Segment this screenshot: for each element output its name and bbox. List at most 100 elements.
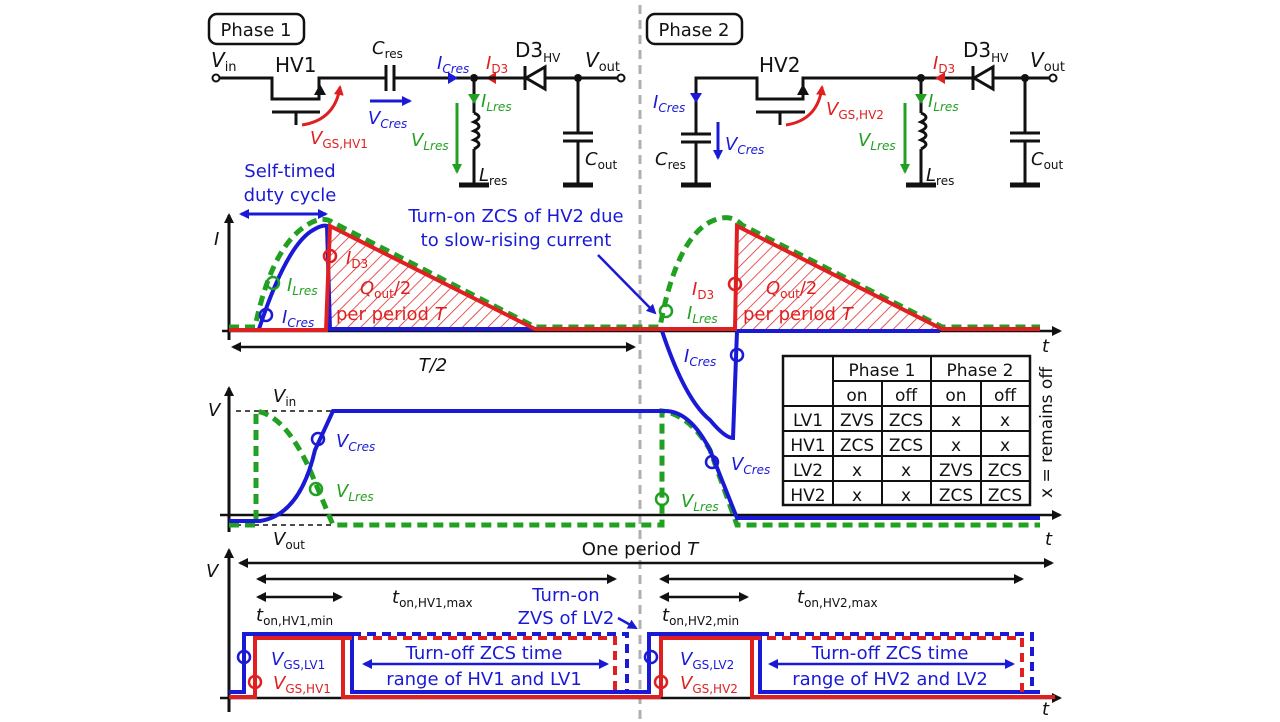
phase2-title: Phase 2 xyxy=(659,20,730,41)
phase2-title-box xyxy=(645,12,744,46)
table-legend: x = remains off xyxy=(1037,366,1057,498)
svg-text:ton,HV1,max: ton,HV1,max xyxy=(392,587,473,610)
svg-text:ICres: ICres xyxy=(282,307,314,330)
svg-text:off: off xyxy=(895,386,918,406)
svg-text:Phase 2: Phase 2 xyxy=(947,361,1014,381)
voltage-plot: V t Vin Vout VCres VLres VCres VLres xyxy=(208,386,1062,552)
svg-text:VCres: VCres xyxy=(725,134,764,157)
svg-text:Cres: Cres xyxy=(372,38,403,61)
svg-text:HV2: HV2 xyxy=(759,53,800,77)
svg-text:Qout/2: Qout/2 xyxy=(766,278,817,301)
table-row-device: LV1 xyxy=(793,411,823,431)
table-cell: x xyxy=(1000,411,1010,431)
phase1-title-box xyxy=(207,12,306,46)
table-cell: x xyxy=(951,411,961,431)
svg-text:VGS,LV2: VGS,LV2 xyxy=(680,649,734,672)
svg-text:ICres: ICres xyxy=(684,346,716,369)
svg-text:t: t xyxy=(1042,336,1050,357)
svg-text:Turn-on: Turn-on xyxy=(531,585,599,606)
svg-text:D3HV: D3HV xyxy=(515,38,561,65)
table-cell: x xyxy=(852,486,862,506)
duty-cycle-annotation: Self-timed xyxy=(244,161,335,182)
phase2-circuit: Phase 2 HV2 VGS,HV2 ICres VCres Cres ID3… xyxy=(645,12,1065,188)
svg-text:Qout/2: Qout/2 xyxy=(360,278,411,301)
svg-text:on: on xyxy=(846,386,867,406)
svg-text:ID3: ID3 xyxy=(346,248,368,271)
phase1-title: Phase 1 xyxy=(221,20,292,41)
zcs-hv2-annotation: Turn-on ZCS of HV2 due xyxy=(407,206,623,227)
table-cell: ZCS xyxy=(939,486,973,506)
svg-text:Phase 1: Phase 1 xyxy=(849,361,916,381)
svg-text:off: off xyxy=(994,386,1017,406)
svg-text:ILres: ILres xyxy=(481,91,512,114)
svg-text:Cres: Cres xyxy=(655,149,686,172)
svg-text:VGS,LV1: VGS,LV1 xyxy=(271,649,325,672)
svg-text:range of HV1 and LV1: range of HV1 and LV1 xyxy=(386,669,582,690)
table-cell: x xyxy=(852,461,862,481)
svg-text:ZVS of LV2: ZVS of LV2 xyxy=(518,608,615,629)
svg-text:per period T: per period T xyxy=(336,304,448,325)
svg-text:Cout: Cout xyxy=(585,149,618,172)
svg-text:ton,HV2,max: ton,HV2,max xyxy=(797,587,878,610)
svg-text:ID3: ID3 xyxy=(486,53,508,76)
vgs-hv1-arrow xyxy=(301,85,344,127)
id3-trace xyxy=(229,222,1040,332)
svg-text:range of HV2 and LV2: range of HV2 and LV2 xyxy=(792,669,988,690)
phase1-circuit: Phase 1 Vin HV1 VGS,HV1 Cres VCres ICres… xyxy=(207,12,626,188)
table-cell: x xyxy=(901,486,911,506)
gate-plot: V t One period T ton,HV1,max ton,HV1,min… xyxy=(206,539,1062,720)
svg-text:ton,HV2,min: ton,HV2,min xyxy=(662,605,739,628)
svg-text:Vin: Vin xyxy=(273,386,296,409)
svg-text:T/2: T/2 xyxy=(419,355,448,376)
table-cell: ZVS xyxy=(840,411,874,431)
table-cell: ZCS xyxy=(840,436,874,456)
current-plot: Self-timed duty cycle I t ID3 ILres ICre… xyxy=(214,161,1062,441)
vgs-hv1-trace xyxy=(229,636,661,699)
vcres-trace xyxy=(229,409,1040,523)
svg-text:t: t xyxy=(1045,529,1053,550)
svg-text:VGS,HV1: VGS,HV1 xyxy=(310,128,368,151)
svg-text:ton,HV1,min: ton,HV1,min xyxy=(256,605,333,628)
svg-text:Turn-off ZCS time: Turn-off ZCS time xyxy=(811,643,969,664)
svg-text:I: I xyxy=(214,229,219,250)
svg-text:VGS,HV1: VGS,HV1 xyxy=(273,673,331,696)
svg-text:VLres: VLres xyxy=(681,491,719,514)
table-row-device: HV2 xyxy=(790,486,825,506)
vin-terminal xyxy=(211,73,221,83)
switching-table: Phase 1 Phase 2 on off on off LV1 ZVS ZCS x… xyxy=(781,354,1057,507)
svg-text:VCres: VCres xyxy=(368,108,407,131)
svg-text:ID3: ID3 xyxy=(692,279,714,302)
table-cell: ZCS xyxy=(889,411,923,431)
svg-text:VCres: VCres xyxy=(336,431,375,454)
vgs-hv2-arrow xyxy=(785,85,826,127)
svg-text:ILres: ILres xyxy=(287,275,318,298)
svg-text:ILres: ILres xyxy=(687,303,718,326)
svg-text:ICres: ICres xyxy=(437,53,469,76)
svg-text:VCres: VCres xyxy=(731,454,770,477)
table-row-device: LV2 xyxy=(793,461,823,481)
table-cell: ZCS xyxy=(988,486,1022,506)
svg-text:on: on xyxy=(945,386,966,406)
svg-text:per period T: per period T xyxy=(743,304,855,325)
svg-text:One period T: One period T xyxy=(582,539,700,560)
vgs-lv1-trace xyxy=(229,632,634,694)
table-cell: ZCS xyxy=(988,461,1022,481)
svg-text:VGS,HV2: VGS,HV2 xyxy=(826,99,884,122)
svg-text:VLres: VLres xyxy=(858,130,896,153)
svg-text:Lres: Lres xyxy=(926,165,954,188)
vgs-lv2-trace xyxy=(634,632,1040,694)
table-cell: x xyxy=(951,436,961,456)
table-cell: ZCS xyxy=(889,436,923,456)
table-row-device: HV1 xyxy=(790,436,825,456)
table-cell: x xyxy=(901,461,911,481)
svg-text:V: V xyxy=(208,400,222,421)
svg-text:Turn-off ZCS time: Turn-off ZCS time xyxy=(405,643,563,664)
svg-text:Lres: Lres xyxy=(479,165,507,188)
hv1-label: HV1 xyxy=(275,53,316,77)
svg-text:ID3: ID3 xyxy=(933,53,955,76)
svg-text:VLres: VLres xyxy=(336,481,374,504)
svg-text:V: V xyxy=(206,561,220,582)
svg-text:ICres: ICres xyxy=(653,92,685,115)
svg-text:duty cycle: duty cycle xyxy=(244,185,337,206)
